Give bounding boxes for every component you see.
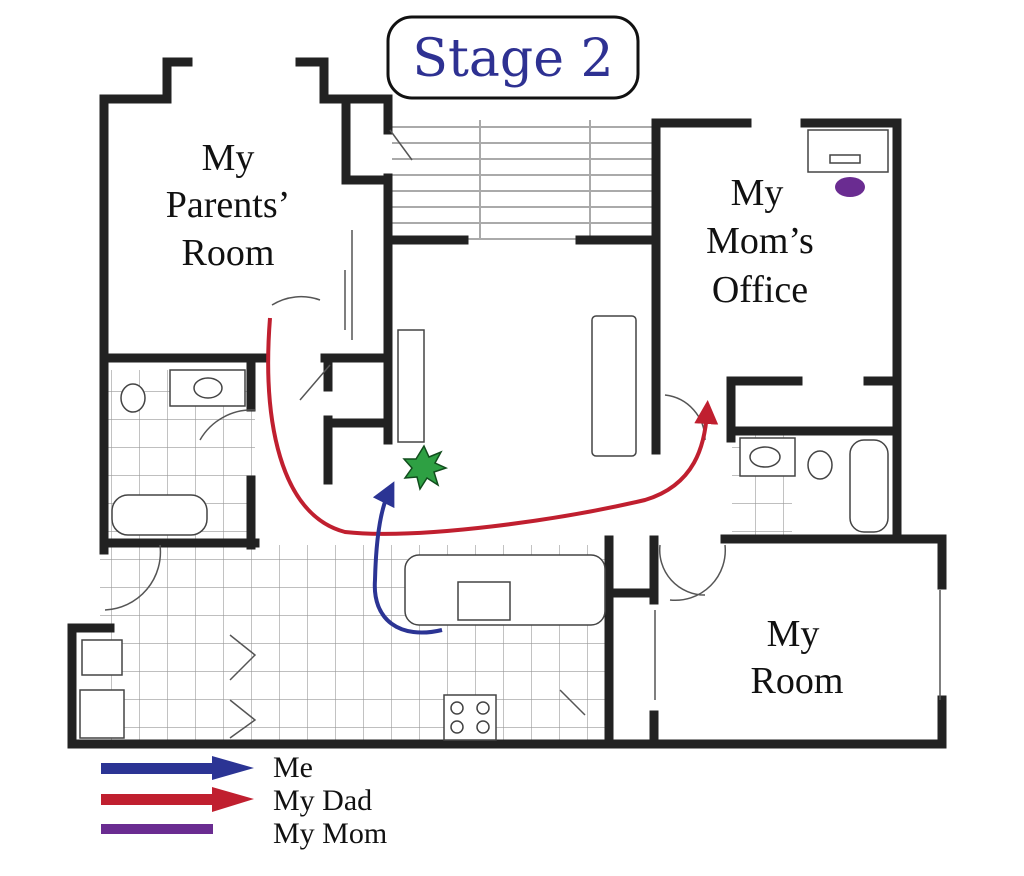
mom-marker [835,177,865,197]
bathtub-right [849,439,889,533]
legend-me-arrow-icon [212,756,254,780]
green-star-icon [402,444,449,491]
legend-dad-label: My Dad [273,784,372,817]
room-label-parents-3: Room [182,232,275,274]
stove [443,694,497,741]
fixtures [79,129,941,741]
stage-title-box: Stage 2 [386,15,640,100]
walls [67,57,947,749]
dad-path [266,317,719,536]
room-label-office-1: My [731,172,784,214]
room-label-myroom-2: Room [751,660,844,702]
legend-me-label: Me [273,751,313,784]
room-label-myroom-1: My [767,613,820,655]
room-label-parents-2: Parents’ [166,184,291,226]
room-labels: My Parents’ Room My Mom’s Office My Room [166,137,844,702]
legend-mom-line [101,824,213,834]
bathtub [111,494,208,536]
legend: Me My Dad My Mom [101,751,387,850]
legend-mom-label: My Mom [273,817,387,850]
room-label-office-3: Office [712,269,808,311]
patio-deck [392,120,654,240]
washer [81,639,123,676]
kitchen-sink [457,581,511,621]
stage-title: Stage 2 [412,29,613,89]
dryer [79,689,125,739]
legend-dad-arrow-icon [212,787,254,812]
legend-dad-line [101,794,216,805]
room-label-parents-1: My [202,137,255,179]
me-path [372,481,443,635]
sofa [591,315,637,457]
room-label-office-2: Mom’s [706,220,814,262]
tv-console [397,329,425,443]
desk [807,129,889,173]
legend-me-line [101,763,216,774]
